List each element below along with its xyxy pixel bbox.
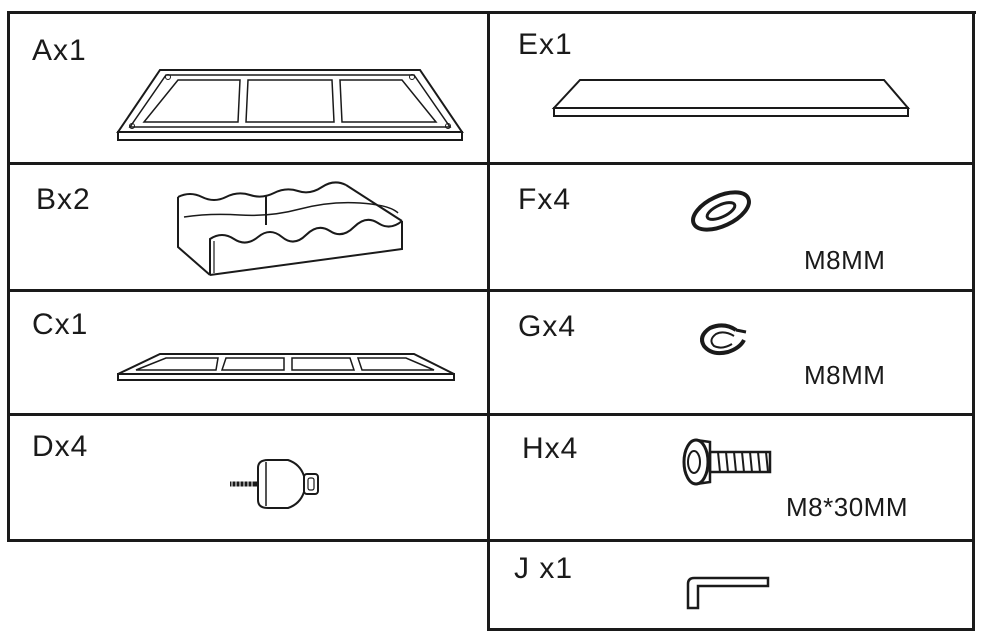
top-frame-panel-icon: [110, 64, 470, 144]
part-spec: M8MM: [804, 245, 886, 275]
part-label: J x1: [514, 552, 574, 585]
part-spec: M8*30MM: [786, 492, 908, 522]
part-h-cell: Hx4 M8*30MM: [490, 416, 972, 539]
part-f-cell: Fx4 M8MM: [490, 165, 972, 289]
part-label: Gx4: [518, 310, 577, 343]
part-label: Ax1: [32, 34, 87, 67]
flat-frame-icon: [114, 350, 458, 386]
part-label: Dx4: [32, 430, 89, 463]
part-label: Bx2: [36, 183, 91, 216]
table-border-left: [7, 11, 10, 542]
wavy-rack-tray-icon: [170, 177, 410, 277]
part-e-cell: Ex1: [490, 14, 972, 162]
part-c-cell: Cx1: [10, 292, 487, 413]
part-label: Fx4: [518, 183, 572, 216]
part-g-cell: Gx4 M8MM: [490, 292, 972, 413]
row-divider-2: [7, 289, 975, 292]
part-j-cell: J x1: [490, 542, 972, 628]
foot-pad-icon: [228, 454, 324, 510]
part-spec: M8MM: [804, 360, 886, 390]
row-divider-4: [7, 539, 975, 542]
part-a-cell: Ax1: [10, 14, 487, 162]
part-label: Ex1: [518, 28, 573, 61]
washer-icon: [686, 189, 756, 233]
part-b-cell: Bx2: [10, 165, 487, 289]
flat-board-icon: [550, 78, 910, 122]
part-d-cell: Dx4: [10, 416, 487, 539]
part-label: Hx4: [522, 432, 579, 465]
table-border-right: [972, 11, 975, 631]
allen-key-icon: [684, 572, 774, 612]
spring-washer-icon: [694, 320, 754, 360]
hex-socket-bolt-icon: [680, 436, 776, 488]
table-border-top-left: [7, 11, 488, 14]
table-divider-middle: [487, 11, 490, 631]
row-divider-3: [7, 413, 975, 416]
row-divider-1: [7, 162, 975, 165]
table-border-bottom: [487, 628, 975, 631]
part-label: Cx1: [32, 308, 89, 341]
table-border-top-right: [488, 11, 976, 14]
